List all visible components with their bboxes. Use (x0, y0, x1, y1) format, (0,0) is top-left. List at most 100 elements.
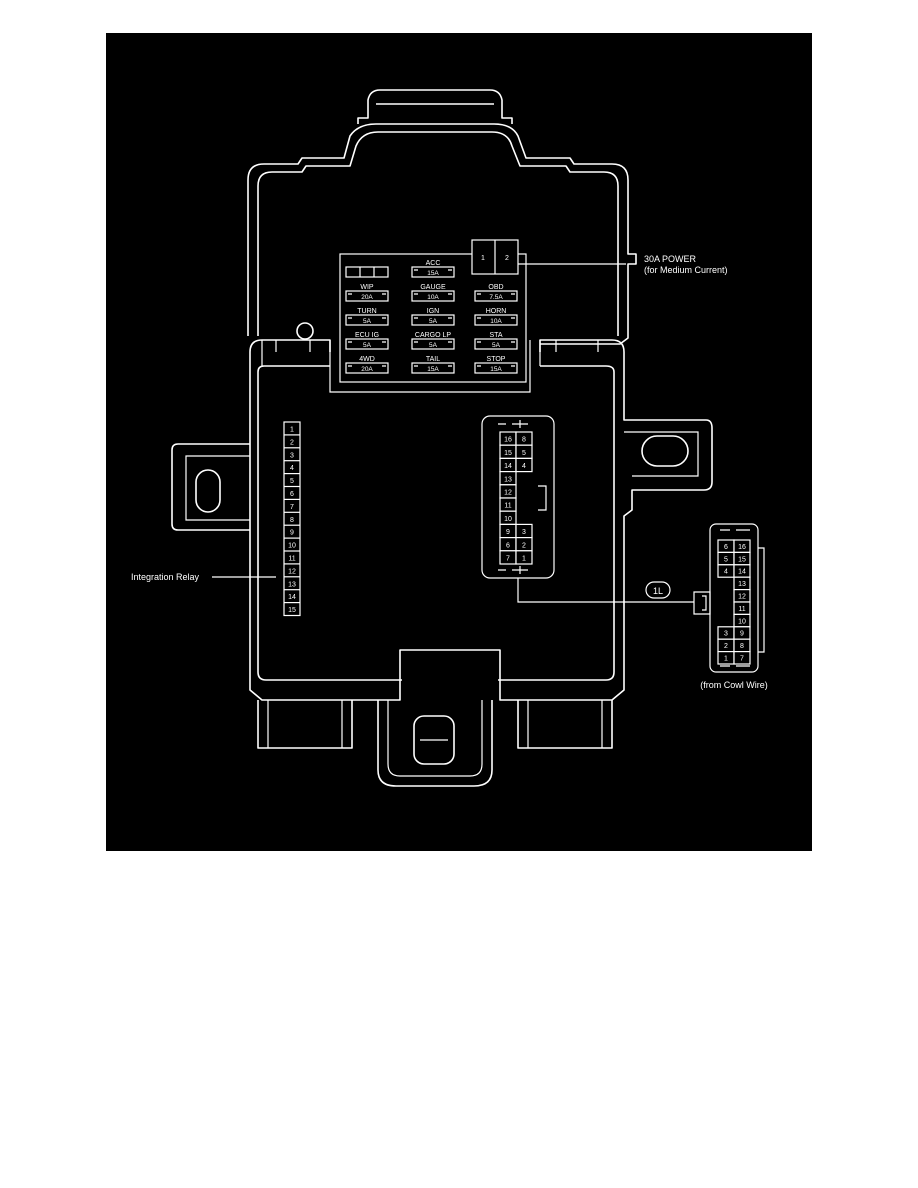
left-mounting-ear (171, 443, 250, 531)
fuse-slot (474, 290, 518, 302)
fuse-slot (411, 290, 455, 302)
fuse-rating: 5A (492, 342, 501, 349)
fuse-name: TURN (357, 308, 376, 315)
connector-pin: 1 (522, 556, 526, 563)
connector-pin: 10 (504, 516, 512, 523)
connector-pin: 9 (506, 529, 510, 536)
integration-relay-pin: 6 (290, 491, 294, 498)
connector-pin: 14 (504, 463, 512, 470)
integration-relay-pin: 3 (290, 452, 294, 459)
bottom-right-tabs (517, 700, 613, 749)
connector-pin: 15 (738, 556, 746, 563)
connector-pin: 11 (738, 606, 745, 613)
connector-pin: 8 (740, 643, 744, 650)
fuse-slot (345, 338, 389, 350)
right-mount-hole-icon (641, 435, 689, 467)
connector-pin: 16 (504, 437, 512, 444)
housing-ribs (275, 340, 599, 352)
fuse-rating: 7.5A (489, 294, 503, 301)
fuse-name: STA (489, 332, 502, 339)
fuse-rating: 20A (361, 366, 373, 373)
connector-pin: 13 (738, 581, 746, 588)
connector-pin: 12 (504, 490, 512, 497)
connector-pin: 11 (504, 503, 511, 510)
connector-1l-callout (645, 581, 671, 599)
integration-relay-pin: 15 (288, 607, 296, 614)
connector-pin: 13 (504, 476, 512, 483)
connector-pin: 12 (738, 594, 746, 601)
fuse-slot (411, 314, 455, 326)
fuse-name: GAUGE (420, 284, 446, 291)
power-relay-pin-1: 1 (481, 255, 485, 262)
integration-relay-pin: 1 (290, 427, 294, 434)
fuse-name: OBD (488, 284, 503, 291)
integration-relay-pin: 2 (290, 439, 294, 446)
fuse-rating: 5A (363, 318, 372, 325)
connector-pin: 3 (724, 631, 728, 638)
fuse-slot (345, 290, 389, 302)
integration-relay-pin: 5 (290, 478, 294, 485)
power-relay-sublabel: (for Medium Current) (644, 265, 728, 275)
connector-pin: 7 (506, 556, 510, 563)
connector-leader (517, 578, 694, 603)
connector-pin: 7 (740, 656, 744, 663)
bottom-left-tabs (257, 700, 353, 749)
connector-pin: 2 (522, 542, 526, 549)
cowl-wire-caption: (from Cowl Wire) (700, 680, 768, 690)
fuse-name: ACC (426, 260, 441, 267)
connector-pin: 6 (506, 542, 510, 549)
connector-pin: 8 (522, 437, 526, 444)
connector-pin: 9 (740, 631, 744, 638)
connector-pin-cell (515, 457, 533, 473)
integration-relay-pin: 9 (290, 530, 294, 537)
integration-relay-pin: 7 (290, 504, 294, 511)
fuse-rating: 20A (361, 294, 373, 301)
connector-pin: 2 (724, 643, 728, 650)
fuse-slot (345, 314, 389, 326)
connector-pin: 5 (724, 556, 728, 563)
right-mounting-ear (624, 431, 699, 477)
fuse-block-outline (261, 340, 541, 393)
fuse-rating: 5A (363, 342, 372, 349)
power-relay: 1 2 30A POWER (for Medium Current) (471, 239, 728, 275)
fuse-rating: 5A (429, 342, 438, 349)
integration-relay-pin: 8 (290, 517, 294, 524)
integration-relay-pin: 4 (290, 465, 294, 472)
connector-pin: 10 (738, 618, 746, 625)
connector-pin: 3 (522, 529, 526, 536)
connector-pin: 15 (504, 450, 512, 457)
fuse-name: TAIL (426, 356, 440, 363)
fuse-slot (474, 314, 518, 326)
power-relay-label: 30A POWER (644, 254, 697, 264)
top-connector-tab (357, 89, 513, 124)
bottom-hook-hole-icon (413, 715, 455, 765)
connector-1l-label: 1L (653, 586, 663, 596)
connector-pin: 16 (738, 544, 746, 551)
fuse-slot (474, 362, 518, 374)
fuse-slot (474, 338, 518, 350)
fuse-slot-empty (345, 266, 389, 278)
fuse-rating: 15A (427, 366, 439, 373)
connector-pin-cell (733, 650, 751, 665)
fuse-rating: 10A (490, 318, 502, 325)
fuse-rating: 5A (429, 318, 438, 325)
fuse-slot (411, 338, 455, 350)
fuse-rating: 15A (490, 366, 502, 373)
integration-relay-pin: 14 (288, 594, 296, 601)
upper-housing-inner (257, 131, 619, 336)
upper-housing (247, 123, 637, 345)
integration-relay-body (283, 421, 301, 617)
fuse-name: HORN (486, 308, 507, 315)
fuse-slot (411, 266, 455, 278)
fuse-name: 4WD (359, 356, 375, 363)
connector-pin: 4 (522, 463, 526, 470)
fuse-slot (411, 362, 455, 374)
fuse-name: STOP (487, 356, 506, 363)
fuse-rating: 15A (427, 270, 439, 277)
fuse-name: IGN (427, 308, 439, 315)
